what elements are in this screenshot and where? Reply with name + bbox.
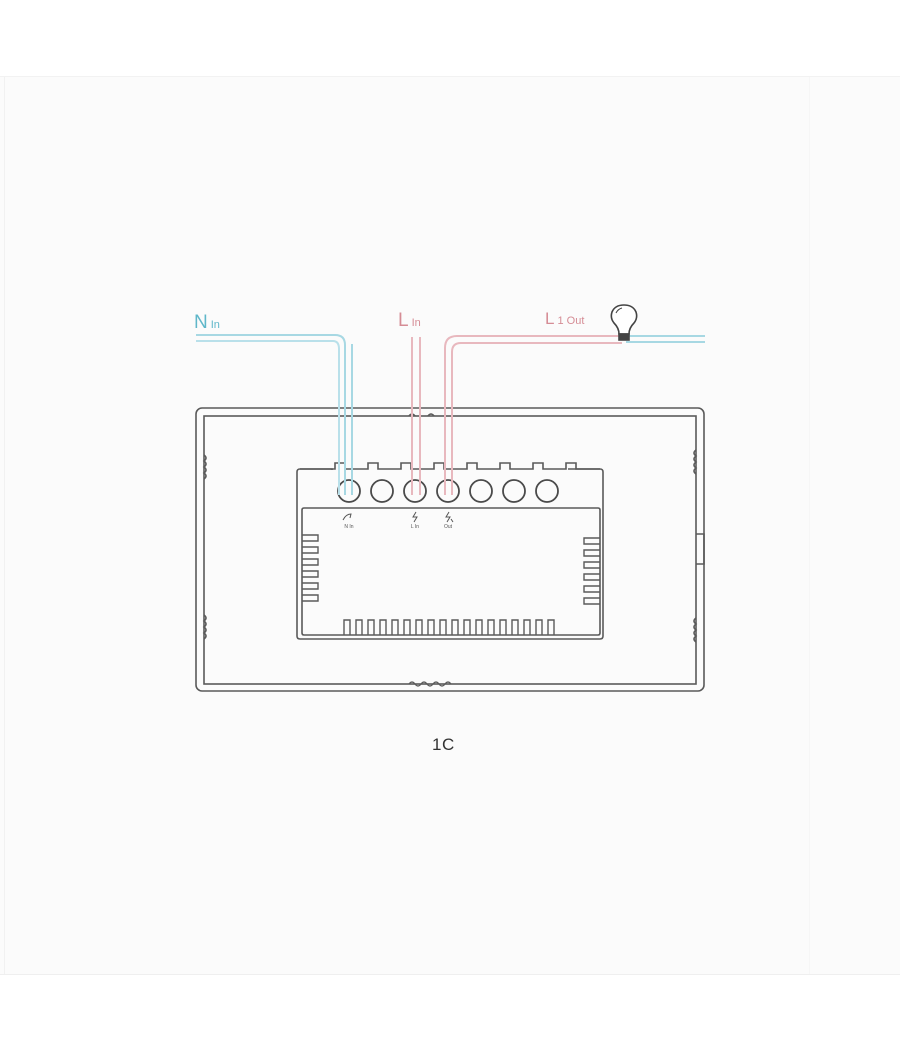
terminal-label-n-in: N In bbox=[344, 524, 354, 530]
diagram-caption: 1C bbox=[432, 735, 455, 754]
l1-wire-inner bbox=[451, 342, 622, 495]
terminal-7 bbox=[535, 479, 559, 503]
terminal-2 bbox=[370, 479, 394, 503]
label-sub: 1 Out bbox=[557, 315, 585, 327]
terminal-6 bbox=[502, 479, 526, 503]
label-sub: In bbox=[411, 317, 421, 329]
module-window bbox=[301, 507, 601, 636]
lightning-out-icon bbox=[445, 511, 454, 523]
diagram-background-panel bbox=[0, 76, 900, 975]
switch-frame bbox=[195, 407, 705, 692]
relay-module bbox=[296, 462, 604, 640]
label-sub: In bbox=[210, 319, 220, 331]
left-spring-top bbox=[202, 454, 207, 480]
right-tab bbox=[696, 533, 705, 565]
terminal-n-in bbox=[337, 479, 361, 503]
l1-out-wire bbox=[444, 335, 622, 495]
neutral-symbol-icon bbox=[342, 513, 352, 521]
l-in-wire bbox=[411, 337, 421, 495]
outer-frame bbox=[195, 407, 705, 692]
panel-edge bbox=[809, 77, 810, 974]
bottom-notches bbox=[408, 681, 452, 687]
label-main: N bbox=[194, 312, 208, 333]
right-spring-top bbox=[693, 449, 698, 475]
label-main: L bbox=[545, 309, 555, 328]
terminal-label-l-in: L In bbox=[410, 524, 420, 530]
right-spring-bottom bbox=[693, 617, 698, 643]
n-in-wire bbox=[196, 334, 353, 495]
n-wire-outer bbox=[196, 334, 346, 495]
right-comb bbox=[583, 537, 600, 605]
terminal-symbols bbox=[342, 511, 454, 523]
left-comb bbox=[302, 534, 319, 602]
n-wire-inner bbox=[196, 340, 340, 495]
module-top-teeth bbox=[300, 462, 600, 470]
terminal-5 bbox=[469, 479, 493, 503]
terminal-row bbox=[337, 479, 559, 503]
terminal-out bbox=[436, 479, 460, 503]
label-main: L bbox=[398, 310, 409, 331]
terminal-l-in bbox=[403, 479, 427, 503]
inner-frame bbox=[203, 415, 697, 685]
load-return-wire bbox=[626, 335, 705, 343]
left-spring-bottom bbox=[202, 614, 207, 640]
light-bulb-icon bbox=[610, 304, 638, 341]
panel-edge bbox=[4, 77, 5, 974]
bottom-comb bbox=[343, 619, 555, 635]
lightning-icon bbox=[412, 511, 418, 523]
terminal-label-out: Out bbox=[443, 524, 453, 530]
l1-wire-outer bbox=[444, 335, 622, 495]
